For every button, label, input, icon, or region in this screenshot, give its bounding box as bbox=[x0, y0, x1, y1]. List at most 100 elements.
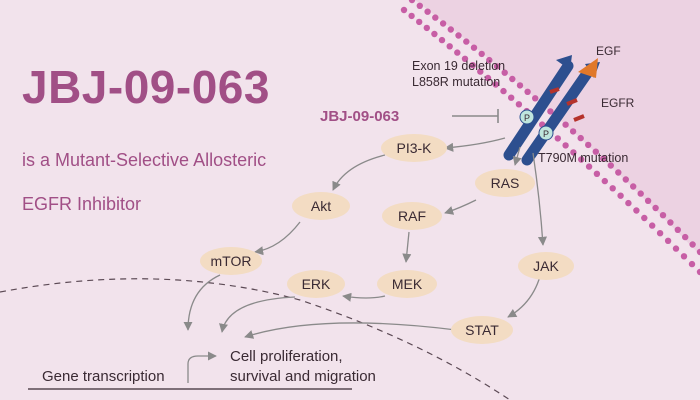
membrane-lipid-head bbox=[630, 183, 637, 190]
membrane-lipid-head bbox=[562, 121, 569, 128]
membrane-lipid-head bbox=[664, 237, 672, 244]
membrane-lipid-head bbox=[431, 30, 438, 38]
membrane-lipid-head bbox=[463, 38, 470, 45]
node-jak-label: JAK bbox=[533, 258, 559, 274]
egf-label: EGF bbox=[596, 44, 621, 58]
membrane-lipid-head bbox=[617, 192, 624, 199]
membrane-lipid-head bbox=[432, 14, 439, 21]
membrane-lipid-head bbox=[470, 44, 478, 51]
membrane-lipid-head bbox=[554, 135, 561, 142]
membrane-lipid-head bbox=[461, 55, 469, 62]
nucleus-boundary bbox=[0, 278, 511, 400]
egfr-chain-1 bbox=[503, 60, 574, 161]
membrane-lipid-head bbox=[633, 207, 640, 214]
phospho-site-2 bbox=[538, 125, 554, 141]
membrane-lipid-head bbox=[601, 177, 608, 185]
arrow-stat-nucleus bbox=[244, 322, 457, 339]
membrane-lipid-head bbox=[484, 74, 492, 82]
membrane-lipid-head bbox=[680, 253, 688, 260]
node-akt-label: Akt bbox=[311, 198, 331, 214]
mutation-mark-3 bbox=[573, 114, 585, 122]
membrane-lipid-head bbox=[446, 43, 453, 50]
membrane-lipid-head bbox=[578, 156, 585, 163]
membrane-lipid-head bbox=[515, 101, 523, 108]
phospho-site-1 bbox=[519, 109, 535, 125]
membrane-lipid-head bbox=[469, 61, 476, 69]
node-mtor-label: mTOR bbox=[211, 253, 252, 269]
membrane-lipid-head bbox=[493, 63, 501, 70]
membrane-lipid-head bbox=[637, 190, 644, 197]
subtitle-line-2: EGFR Inhibitor bbox=[22, 194, 142, 214]
membrane-lipid-head bbox=[682, 233, 689, 241]
membrane-lipid-head bbox=[659, 212, 667, 219]
membrane-lipid-head bbox=[689, 241, 696, 248]
membrane-lipid-head bbox=[447, 26, 454, 33]
membrane-lipid-head bbox=[423, 24, 430, 32]
membrane-lipid-head bbox=[439, 20, 447, 27]
node-raf: RAF bbox=[382, 202, 442, 230]
membrane-lipid-head bbox=[625, 199, 632, 207]
membrane-lipid-head bbox=[615, 169, 622, 176]
membrane-lipid-head bbox=[416, 2, 423, 9]
node-raf-label: RAF bbox=[398, 208, 426, 224]
membrane-lipid-head bbox=[672, 245, 680, 252]
node-ras-label: RAS bbox=[491, 175, 520, 191]
membrane-lipid-head bbox=[424, 8, 431, 15]
node-mtor: mTOR bbox=[200, 247, 262, 275]
outcome-line-1: Cell proliferation, bbox=[230, 348, 343, 365]
membrane-lipid-head bbox=[592, 148, 599, 155]
membrane-lipid-head bbox=[622, 176, 629, 183]
membrane-lipid-head bbox=[408, 0, 416, 4]
arrow-ras-raf bbox=[444, 199, 477, 215]
membrane-lipid-head bbox=[454, 49, 461, 56]
membrane-lipid-head bbox=[688, 260, 696, 268]
membrane-lipid-head bbox=[509, 75, 516, 83]
membrane-lipid-head bbox=[585, 163, 593, 170]
membrane-lipid-head bbox=[478, 50, 485, 58]
exon19-label: Exon 19 deletion bbox=[412, 59, 505, 73]
pathway-arrows bbox=[183, 137, 547, 383]
membrane-lipid-head bbox=[524, 88, 531, 96]
node-akt: Akt bbox=[292, 192, 350, 220]
membrane-lipid-head bbox=[607, 162, 614, 169]
membrane-lipid-head bbox=[644, 197, 652, 204]
membrane-lipid-head bbox=[400, 6, 408, 14]
arrow-akt-mtor bbox=[254, 221, 301, 256]
membrane-lipid-head bbox=[656, 230, 664, 237]
t790m-label: T790M mutation bbox=[538, 151, 628, 165]
arrow-egfr-jak bbox=[532, 152, 547, 246]
membrane-lipid-head bbox=[696, 268, 700, 276]
node-mek: MEK bbox=[377, 270, 437, 298]
node-jak: JAK bbox=[518, 252, 574, 280]
node-erk: ERK bbox=[287, 270, 345, 298]
phospho-label-1: P bbox=[524, 113, 530, 123]
subtitle-line-1: is a Mutant-Selective Allosteric bbox=[22, 150, 267, 170]
arrow-erk-nucleus bbox=[219, 296, 296, 333]
node-pi3k: PI3-K bbox=[381, 134, 447, 162]
egf-ligand-icon bbox=[578, 58, 598, 78]
node-stat-label: STAT bbox=[465, 322, 499, 338]
node-stat: STAT bbox=[451, 316, 513, 344]
membrane-lipid-head bbox=[585, 141, 592, 149]
arrow-pi3k-akt bbox=[332, 154, 386, 191]
membrane-lipid-head bbox=[600, 155, 607, 162]
mutation-mark-2 bbox=[566, 98, 578, 106]
membrane-lipid-head bbox=[696, 248, 700, 256]
membrane-lipid-head bbox=[508, 94, 515, 101]
egfr-chain-2 bbox=[521, 66, 594, 166]
drug-label: JBJ-09-063 bbox=[320, 108, 399, 125]
membrane-lipid-head bbox=[593, 170, 601, 177]
membrane-lipid-head bbox=[641, 214, 648, 222]
membrane-lipid-head bbox=[516, 82, 524, 89]
node-erk-label: ERK bbox=[302, 276, 331, 292]
extracellular-region bbox=[415, 0, 700, 255]
membrane-lipid-head bbox=[570, 149, 577, 156]
membrane-lipid-head bbox=[649, 222, 656, 229]
membrane-lipid-head bbox=[577, 134, 584, 142]
title: JBJ-09-063 bbox=[22, 61, 270, 113]
arrow-raf-mek bbox=[402, 231, 412, 263]
arrow-mtor-nucleus bbox=[183, 274, 221, 331]
membrane-lipid-head bbox=[562, 142, 569, 149]
node-pi3k-label: PI3-K bbox=[396, 140, 432, 156]
